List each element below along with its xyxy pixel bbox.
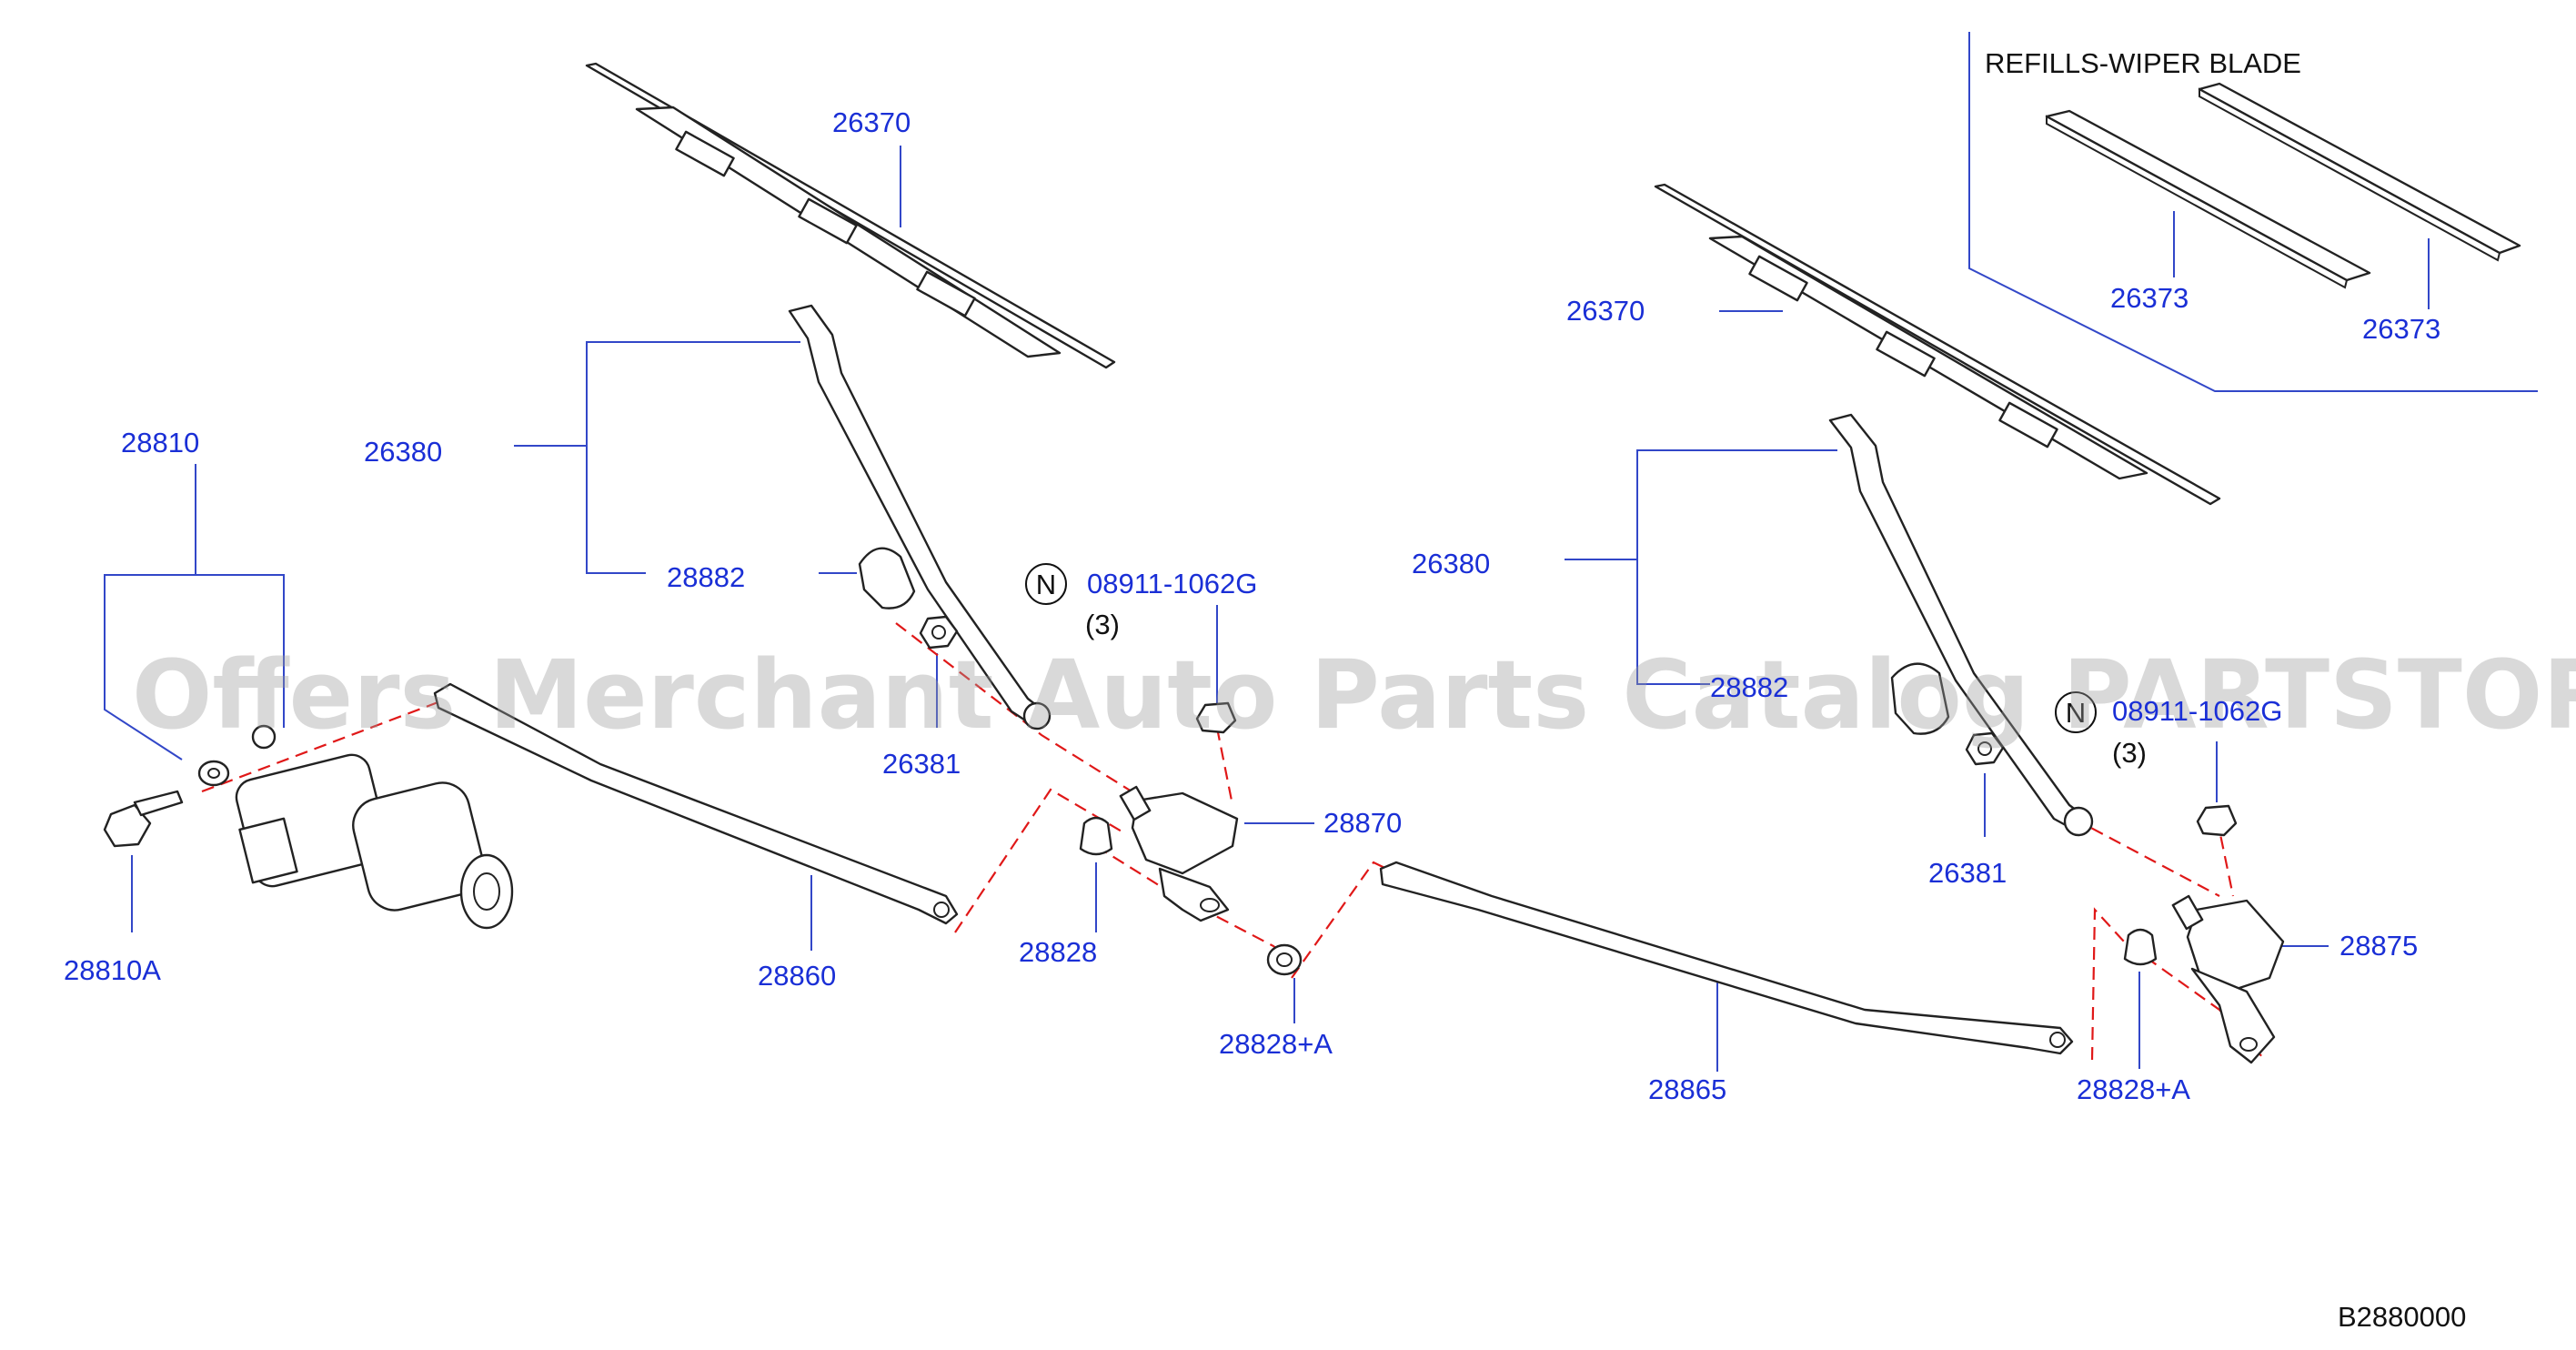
n-marker-left-text: N <box>1036 569 1056 600</box>
dash-bolt-right <box>2215 816 2235 897</box>
n-marker-right: N <box>2055 691 2097 733</box>
link-rod-long[interactable] <box>1379 861 2074 1055</box>
motor-bolt[interactable] <box>103 790 184 848</box>
watermark: Offers Merchant Auto Parts Catalog PARTS… <box>132 640 2576 751</box>
arm-cap-left[interactable] <box>858 547 916 610</box>
dash-arm-right-to-pivot <box>2073 818 2220 897</box>
label-bolt-qty-right: (3) <box>2112 737 2147 769</box>
dash-arm-left-to-pivot <box>895 622 1147 801</box>
n-marker-right-text: N <box>2066 697 2086 729</box>
arm-cap-right[interactable] <box>1890 662 1950 735</box>
arm-left-bracket-leader <box>586 341 800 574</box>
dash-link-long-end <box>2090 907 2266 1061</box>
refills-heading: REFILLS-WIPER BLADE <box>1985 47 2301 79</box>
bolt-right[interactable] <box>2196 804 2238 837</box>
dash-bolt-left <box>1215 727 1234 806</box>
wiper-arm-left[interactable] <box>788 304 1052 730</box>
motor-bracket-right-leader <box>196 574 285 728</box>
arm-right-bracket-leader <box>1636 449 1837 685</box>
wiper-motor[interactable] <box>233 724 514 930</box>
label-motor-bolt[interactable]: 28810A <box>64 954 161 986</box>
label-bolt-part-left[interactable]: 08911-1062G <box>1087 568 1257 599</box>
wiper-arm-right[interactable] <box>1828 413 2094 837</box>
label-bolt-qty-left: (3) <box>1085 609 1120 640</box>
label-link-short[interactable]: 28860 <box>758 960 836 992</box>
label-bolt-part-right[interactable]: 08911-1062G <box>2112 695 2282 727</box>
label-pivot-left[interactable]: 28870 <box>1323 807 1402 839</box>
pivot-right[interactable] <box>2171 894 2285 1064</box>
diagram-code: B2880000 <box>2338 1301 2466 1333</box>
wiper-blade-left[interactable] <box>585 62 1116 369</box>
label-refill-a[interactable]: 26373 <box>2110 282 2189 314</box>
label-pivot-right[interactable]: 28875 <box>2340 930 2418 962</box>
dash-link-short-joint <box>954 788 1124 933</box>
label-refill-b[interactable]: 26373 <box>2362 313 2440 345</box>
label-nut-left[interactable]: 26381 <box>882 748 961 780</box>
label-nut-right[interactable]: 26381 <box>1928 857 2007 889</box>
refill-strip-b[interactable] <box>2198 82 2521 262</box>
refill-strip-a[interactable] <box>2045 109 2371 289</box>
link-rod-short[interactable] <box>433 682 959 925</box>
dash-motor-to-link <box>201 694 456 793</box>
label-bushing[interactable]: 28828 <box>1019 936 1097 968</box>
n-marker-left: N <box>1025 563 1067 605</box>
label-cap-left[interactable]: 28882 <box>667 561 745 593</box>
bushing[interactable] <box>1079 816 1113 856</box>
leader-lines <box>104 32 2538 1072</box>
label-arm-right[interactable]: 26380 <box>1412 548 1490 579</box>
label-bushing-kit-left[interactable]: 28828+A <box>1219 1028 1333 1060</box>
refills-bracket-leader <box>1968 32 2538 392</box>
bolt-left[interactable] <box>1195 701 1237 734</box>
part-labels: REFILLS-WIPER BLADE 26370 26370 26373 26… <box>64 47 2466 1333</box>
bushing-kit-right[interactable] <box>2123 928 2158 966</box>
motor-washer[interactable] <box>197 760 230 787</box>
label-blade-left[interactable]: 26370 <box>832 106 911 138</box>
nut-left[interactable] <box>919 615 959 650</box>
label-bushing-kit-right[interactable]: 28828+A <box>2077 1073 2190 1105</box>
bushing-kit-left[interactable] <box>1266 943 1303 976</box>
pivot-left[interactable] <box>1119 785 1239 922</box>
nut-right[interactable] <box>1965 731 2005 766</box>
label-motor[interactable]: 28810 <box>121 427 199 458</box>
label-arm-left[interactable]: 26380 <box>364 436 442 468</box>
label-blade-right[interactable]: 26370 <box>1566 295 1645 327</box>
motor-bracket-left-leader <box>104 574 196 761</box>
wiper-blade-right[interactable] <box>1654 183 2221 506</box>
label-link-long[interactable]: 28865 <box>1648 1073 1726 1105</box>
label-cap-right[interactable]: 28882 <box>1710 671 1788 703</box>
